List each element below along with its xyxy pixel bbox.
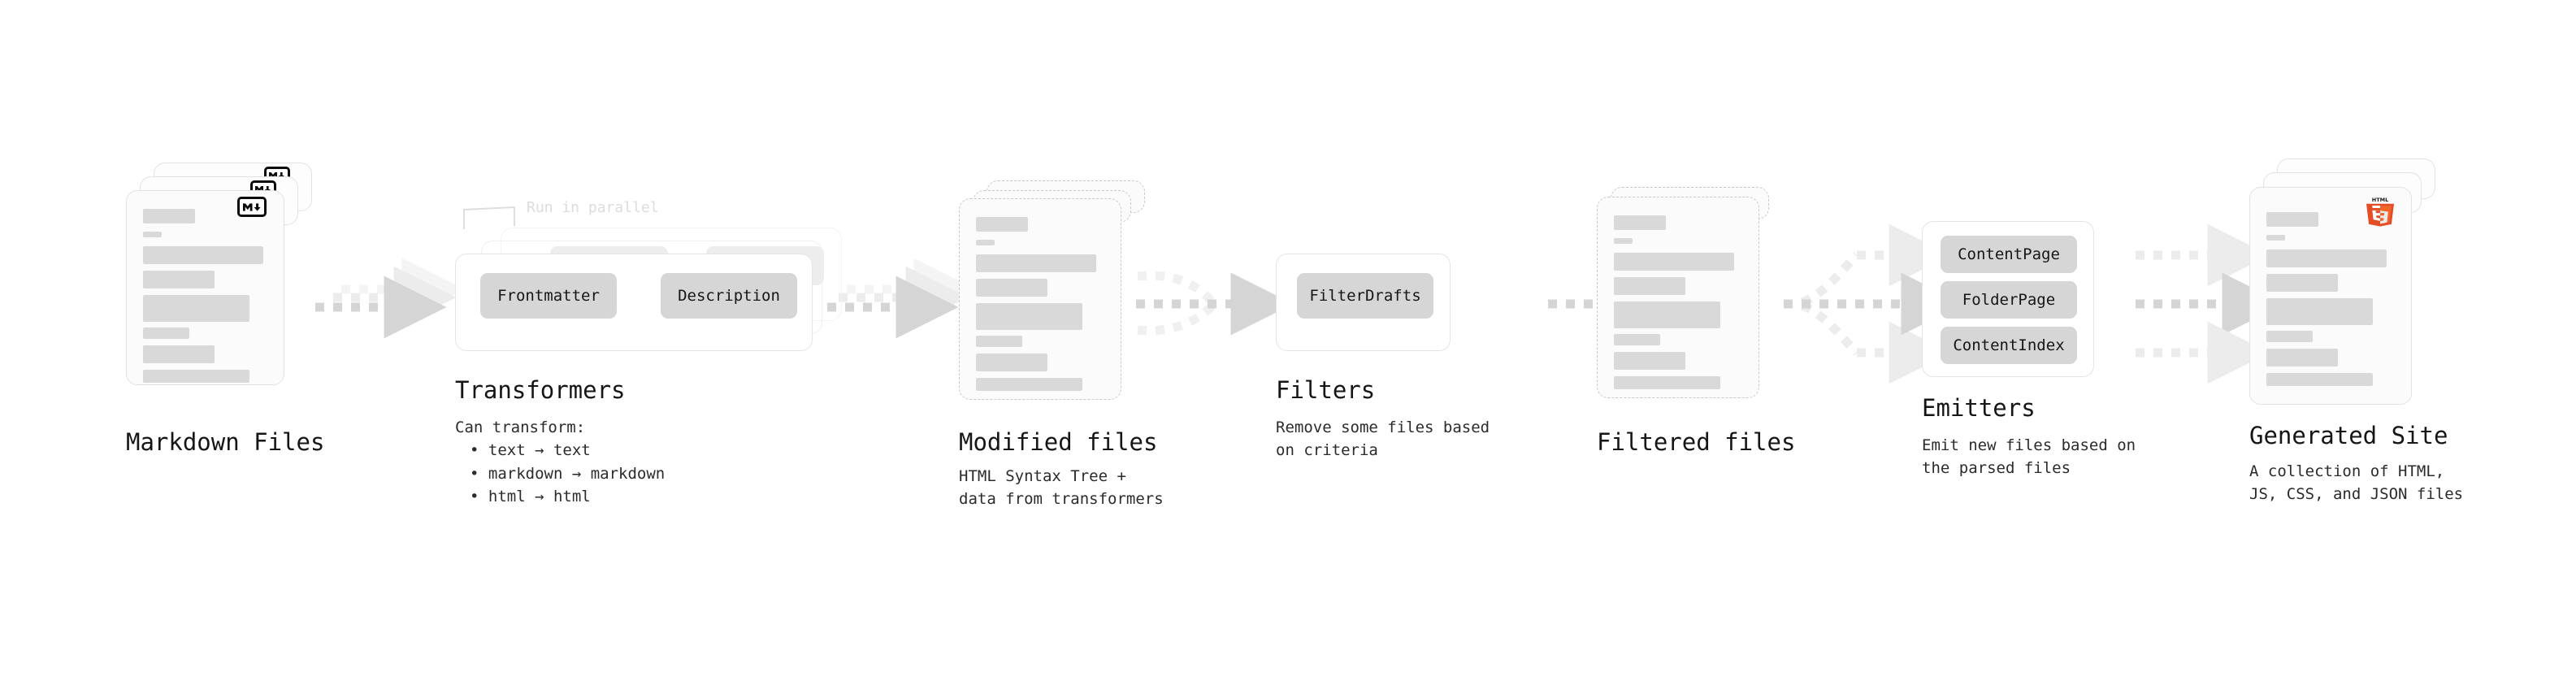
skeleton-line	[1614, 352, 1685, 370]
transformers-bullet: markdown → markdown	[470, 462, 665, 486]
skeleton-line	[1614, 376, 1720, 389]
markdown-card-front	[126, 190, 284, 385]
modified-files-subtitle-line-2: data from transformers	[959, 490, 1164, 508]
generated-site-subtitle-line-1: A collection of HTML,	[2249, 462, 2445, 480]
emitter-pill-contentpage[interactable]: ContentPage	[1941, 236, 2077, 273]
skeleton-line	[976, 354, 1047, 371]
filter-pill-filterdrafts[interactable]: FilterDrafts	[1297, 273, 1433, 319]
skeleton-line	[2266, 349, 2338, 367]
generated-site-subtitle-line-2: JS, CSS, and JSON files	[2249, 485, 2464, 503]
stage-title-generated-site: Generated Site	[2249, 422, 2448, 449]
skeleton-line	[143, 345, 215, 363]
filters-subtitle-line-1: Remove some files based	[1276, 419, 1490, 436]
skeleton-line	[2266, 249, 2387, 267]
run-in-parallel-label: Run in parallel	[527, 199, 659, 216]
skeleton-line	[143, 370, 249, 383]
markdown-icon	[237, 197, 267, 217]
connector-md-to-transformers	[315, 258, 465, 339]
skeleton-line	[143, 232, 162, 237]
modified-files-subtitle-line-1: HTML Syntax Tree +	[959, 467, 1126, 485]
filters-subtitle-line-2: on criteria	[1276, 441, 1378, 459]
skeleton-line	[143, 209, 195, 223]
emitters-subtitle-line-1: Emit new files based on	[1922, 436, 2136, 454]
skeleton-line	[1614, 253, 1734, 271]
modified-card-front	[959, 198, 1121, 400]
transformers-bullet-list: text → text markdown → markdown html → h…	[470, 439, 665, 509]
parallel-leader-line	[463, 206, 515, 229]
html5-icon: HTML	[2363, 195, 2397, 231]
skeleton-line	[2266, 274, 2338, 292]
stage-title-filtered-files: Filtered files	[1597, 428, 1796, 456]
skeleton-line	[2266, 298, 2373, 325]
connector-modified-to-filters	[1136, 271, 1294, 336]
skeleton-line	[1614, 215, 1666, 230]
skeleton-line	[976, 217, 1028, 232]
stage-title-modified-files: Modified files	[959, 428, 1158, 456]
modified-file-stack	[959, 180, 1150, 440]
skeleton-line	[976, 303, 1082, 330]
stage-title-transformers: Transformers	[455, 376, 626, 404]
skeleton-line	[976, 378, 1082, 391]
skeleton-line	[1614, 334, 1660, 345]
skeleton-line	[2266, 331, 2313, 342]
svg-text:HTML: HTML	[2372, 197, 2388, 203]
skeleton-line	[1614, 301, 1720, 328]
skeleton-line	[2266, 235, 2285, 241]
emitters-subtitle-line-2: the parsed files	[1922, 459, 2071, 477]
emitters-group: ContentPage FolderPage ContentIndex	[1922, 221, 2094, 377]
stage-title-emitters: Emitters	[1922, 394, 2036, 422]
skeleton-line	[1614, 238, 1633, 244]
emitter-pill-contentindex[interactable]: ContentIndex	[1941, 327, 2077, 364]
skeleton-line	[143, 295, 249, 322]
transformers-subtitle: Can transform:	[455, 419, 586, 436]
skeleton-line	[976, 254, 1096, 272]
skeleton-line	[2266, 373, 2373, 386]
generated-card-front	[2249, 187, 2412, 405]
stage-title-filters: Filters	[1276, 376, 1376, 404]
skeleton-line	[976, 336, 1022, 347]
connector-transformers-to-modified	[827, 258, 977, 339]
generated-site-stack: CSS HTML	[2249, 158, 2452, 435]
emitter-pill-folderpage[interactable]: FolderPage	[1941, 281, 2077, 319]
transformers-bullet: text → text	[470, 439, 665, 462]
skeleton-line	[976, 240, 995, 245]
skeleton-line	[143, 271, 215, 288]
skeleton-line	[143, 246, 263, 264]
connector-emitters-to-site	[2136, 223, 2285, 384]
connector-filtered-to-emitters	[1784, 223, 1964, 384]
filtered-file-stack	[1597, 187, 1788, 447]
skeleton-line	[2266, 212, 2318, 227]
filtered-card-front	[1597, 197, 1759, 398]
transformers-bullet: html → html	[470, 485, 665, 509]
skeleton-line	[976, 279, 1047, 297]
transformer-pill-description[interactable]: Description	[661, 273, 797, 319]
transformer-group-front: Frontmatter Description	[455, 254, 813, 351]
skeleton-line	[1614, 277, 1685, 295]
stage-title-markdown-files: Markdown Files	[126, 428, 325, 456]
markdown-file-stack	[126, 163, 317, 423]
filters-group: FilterDrafts	[1276, 254, 1451, 351]
skeleton-line	[143, 327, 189, 339]
transformer-pill-frontmatter[interactable]: Frontmatter	[480, 273, 617, 319]
